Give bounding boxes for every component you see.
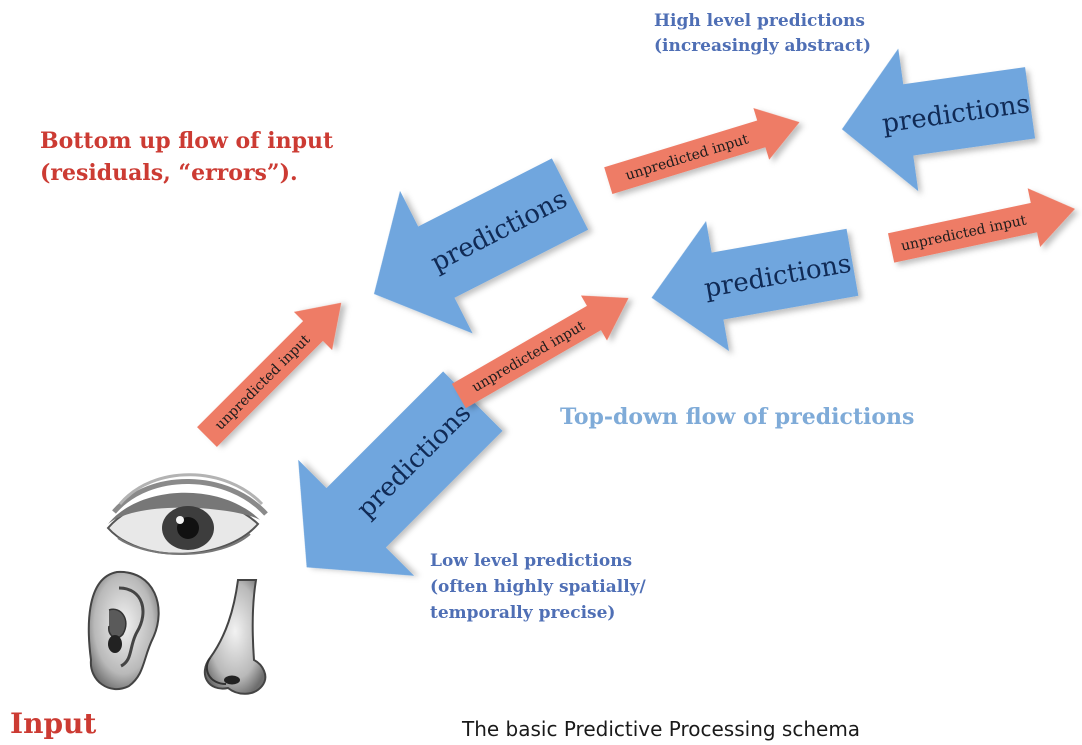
low-level-line-3: temporally precise)	[430, 603, 615, 623]
low-level-predictions-label: Low level predictions (often highly spat…	[430, 551, 647, 623]
prediction-arrow: predictions	[651, 221, 859, 352]
top-down-flow-label: Top-down flow of predictions	[560, 404, 914, 430]
eye-icon	[106, 473, 268, 556]
bottom-up-line-2: (residuals, “errors”).	[40, 160, 298, 186]
bottom-up-flow-label: Bottom up flow of input (residuals, “err…	[40, 128, 334, 186]
bottom-up-line-1: Bottom up flow of input	[40, 128, 334, 154]
unpredicted-input-arrow: unpredicted input	[887, 188, 1075, 263]
high-level-predictions-label: High level predictions (increasingly abs…	[654, 11, 871, 56]
unpredicted-input-arrow: unpredicted input	[451, 295, 629, 409]
unpredicted-input-label: unpredicted input	[212, 332, 314, 434]
low-level-line-1: Low level predictions	[430, 551, 632, 571]
high-level-line-1: High level predictions	[654, 11, 865, 31]
ear-icon	[87, 570, 160, 691]
unpredicted-input-arrow: unpredicted input	[604, 108, 800, 195]
unpredicted-input-arrow: unpredicted input	[197, 302, 342, 447]
nose-icon	[203, 579, 267, 695]
input-label: Input	[10, 707, 96, 740]
prediction-arrow: predictions	[841, 48, 1036, 192]
high-level-line-2: (increasingly abstract)	[654, 36, 871, 56]
low-level-line-2: (often highly spatially/	[430, 577, 647, 597]
diagram-caption: The basic Predictive Processing schema	[461, 717, 860, 741]
unpredicted-input-label: unpredicted input	[469, 318, 588, 396]
